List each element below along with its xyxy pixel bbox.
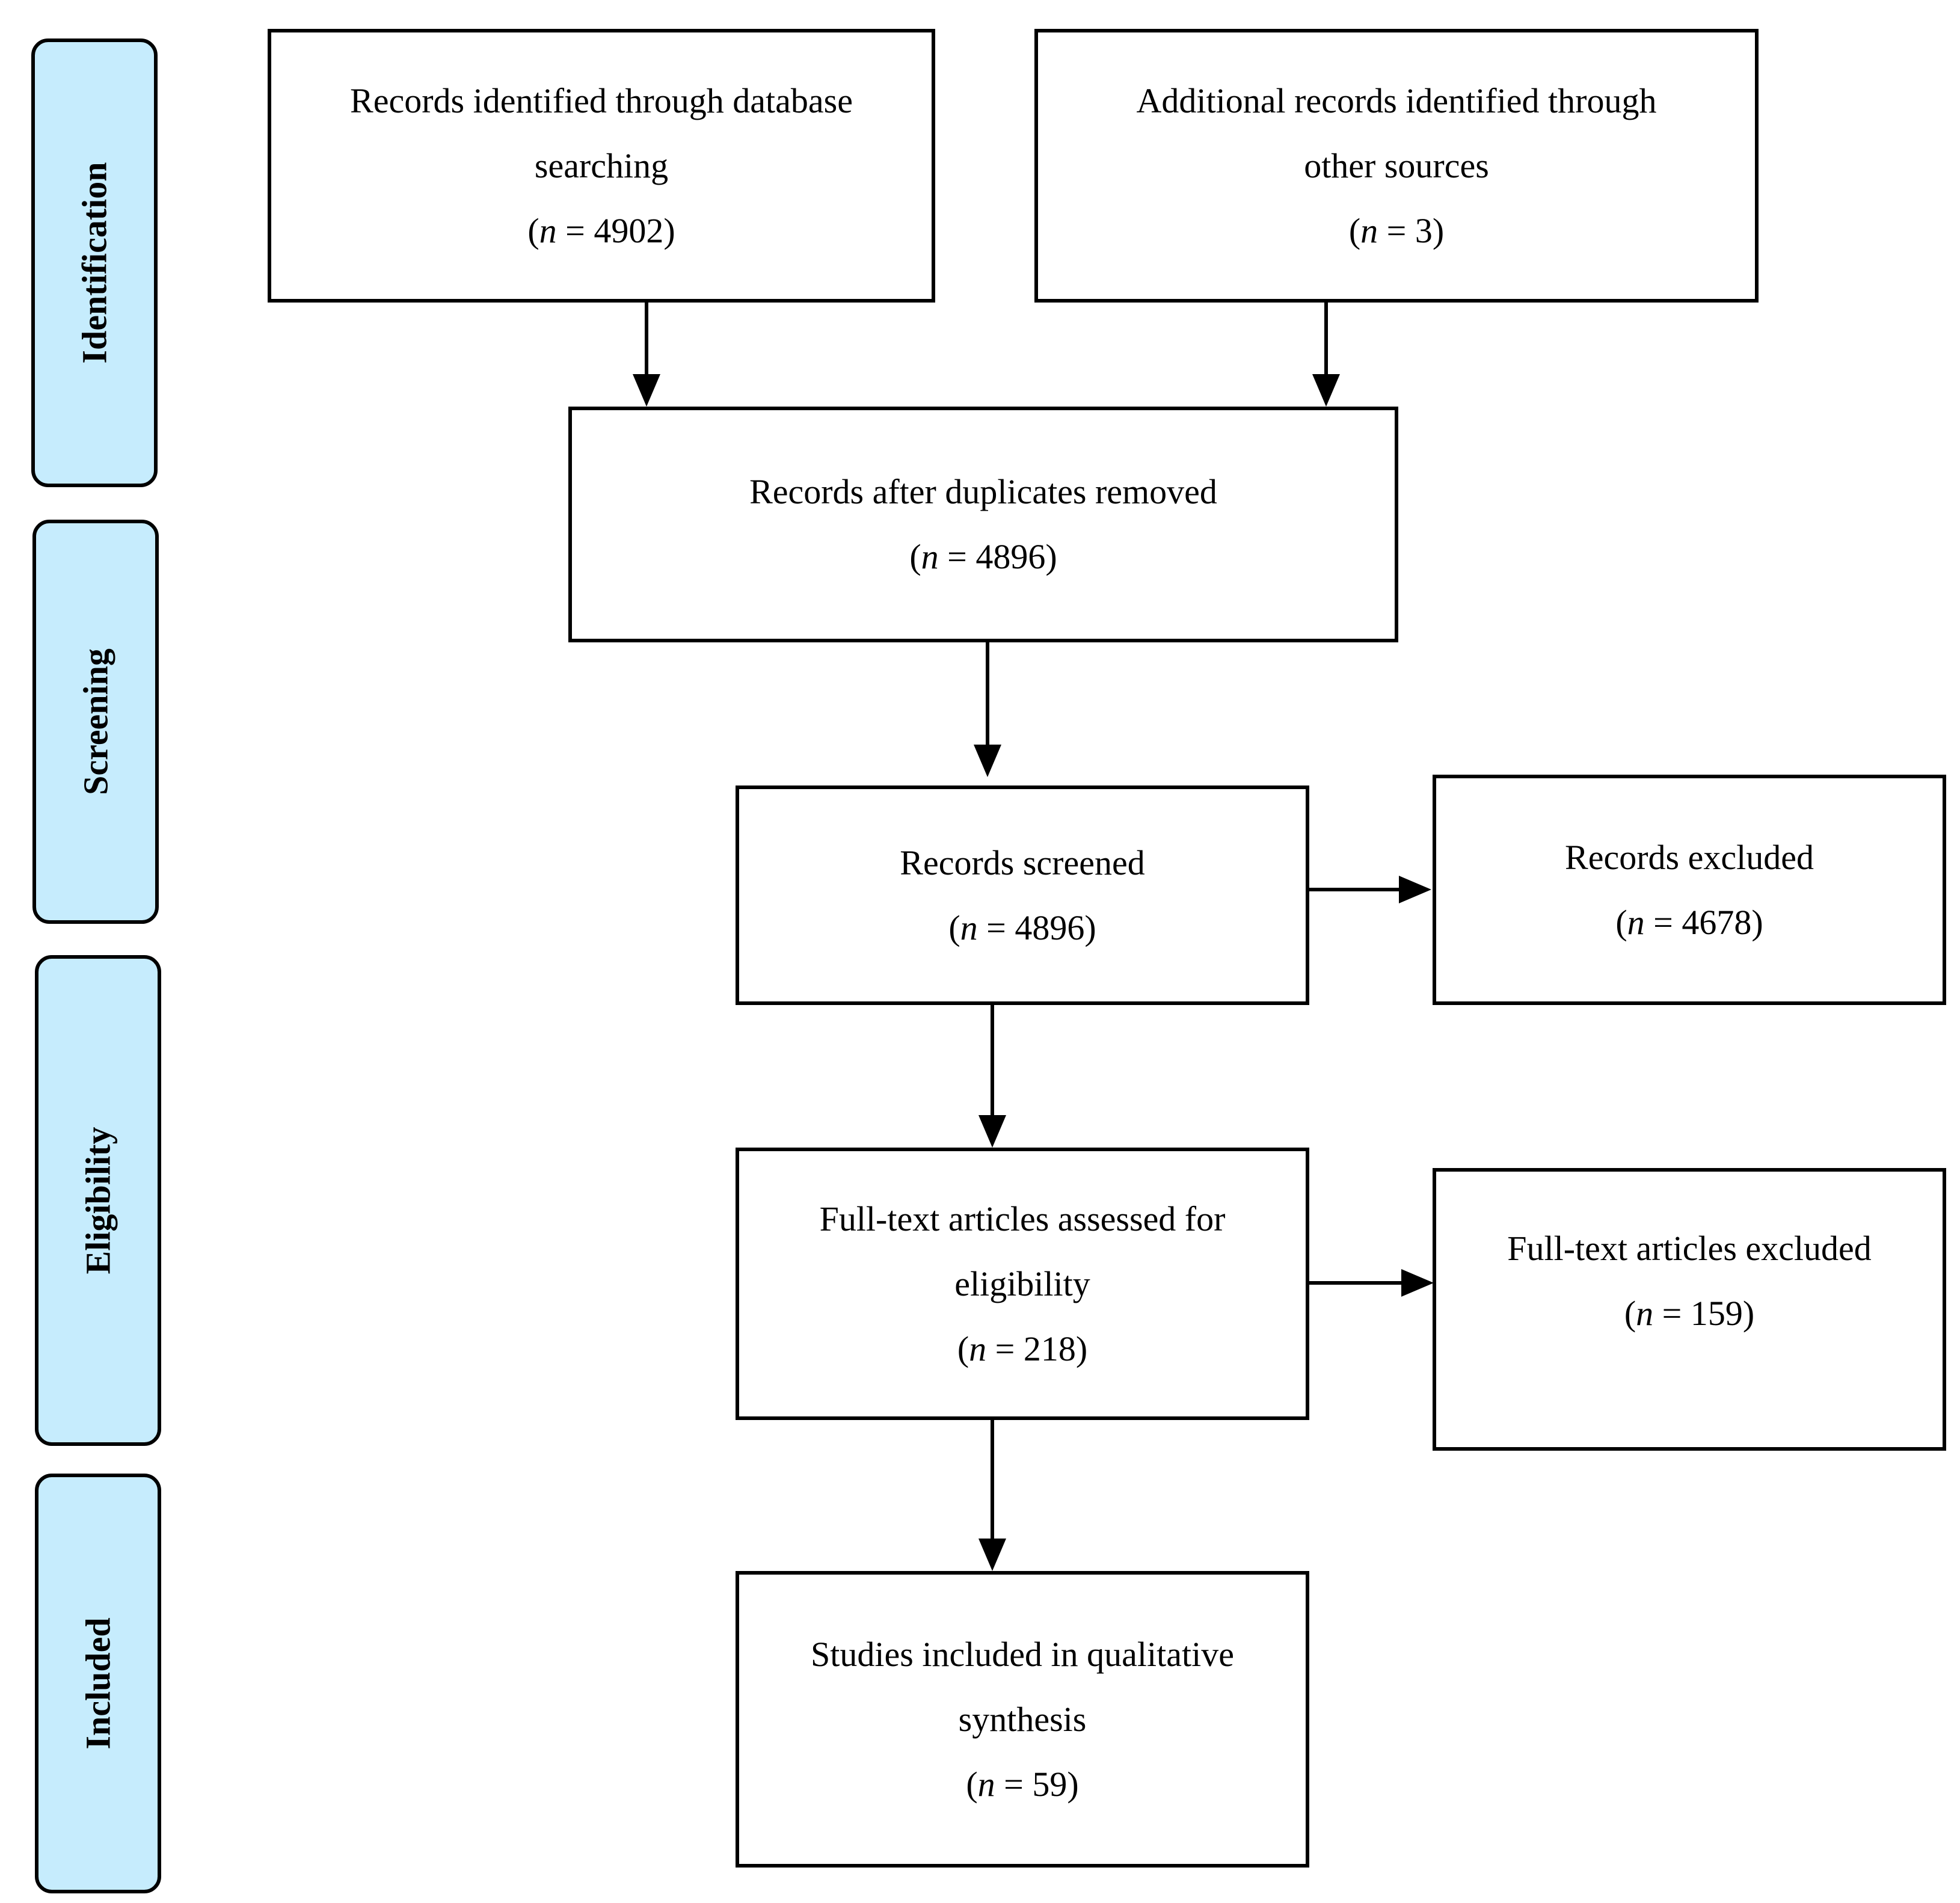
box-records-excluded: Records excluded (n = 4678) [1433, 775, 1946, 1005]
box-text-line: Records identified through database [350, 81, 853, 120]
box-text-line: Records excluded [1565, 837, 1814, 877]
phase-identification: Identification [31, 38, 158, 487]
box-count: (n = 159) [1624, 1294, 1755, 1333]
box-records-screened: Records screened (n = 4896) [736, 785, 1309, 1005]
box-fulltext-excluded: Full-text articles excluded (n = 159) [1433, 1168, 1946, 1451]
box-count: (n = 59) [966, 1764, 1079, 1804]
phase-screening: Screening [32, 520, 159, 924]
box-text-line: Records screened [900, 843, 1145, 882]
box-text-line: searching [534, 146, 669, 185]
box-text-line: synthesis [958, 1699, 1087, 1739]
box-count: (n = 4896) [948, 908, 1096, 947]
box-count: (n = 4902) [527, 211, 675, 250]
box-text-line: Studies included in qualitative [811, 1634, 1234, 1674]
box-text-line: Full-text articles excluded [1507, 1229, 1872, 1268]
box-text-line: eligibility [954, 1264, 1090, 1303]
box-count: (n = 3) [1348, 211, 1445, 250]
arrowhead [1401, 1269, 1434, 1297]
box-text-line: Records after duplicates removed [749, 472, 1217, 511]
box-text-line: Additional records identified through [1136, 81, 1657, 120]
arrowhead [978, 1115, 1006, 1148]
box-fulltext-assessed: Full-text articles assessed for eligibil… [736, 1148, 1309, 1420]
arrowhead [633, 374, 660, 407]
box-text-line: other sources [1304, 146, 1489, 185]
box-other-sources: Additional records identified through ot… [1034, 29, 1759, 303]
arrowhead [974, 745, 1001, 777]
arrowhead [978, 1539, 1006, 1571]
box-count: (n = 4678) [1615, 902, 1763, 942]
box-count: (n = 218) [957, 1329, 1088, 1368]
arrowhead [1399, 876, 1431, 903]
box-database-records: Records identified through database sear… [268, 29, 935, 303]
box-studies-included: Studies included in qualitative synthesi… [736, 1571, 1309, 1868]
box-duplicates-removed: Records after duplicates removed (n = 48… [568, 407, 1398, 642]
box-text-line: Full-text articles assessed for [819, 1199, 1226, 1238]
phase-eligibility: Eligibility [35, 955, 161, 1446]
arrowhead [1312, 374, 1340, 407]
phase-included: Included [35, 1474, 161, 1893]
box-count: (n = 4896) [909, 537, 1057, 576]
